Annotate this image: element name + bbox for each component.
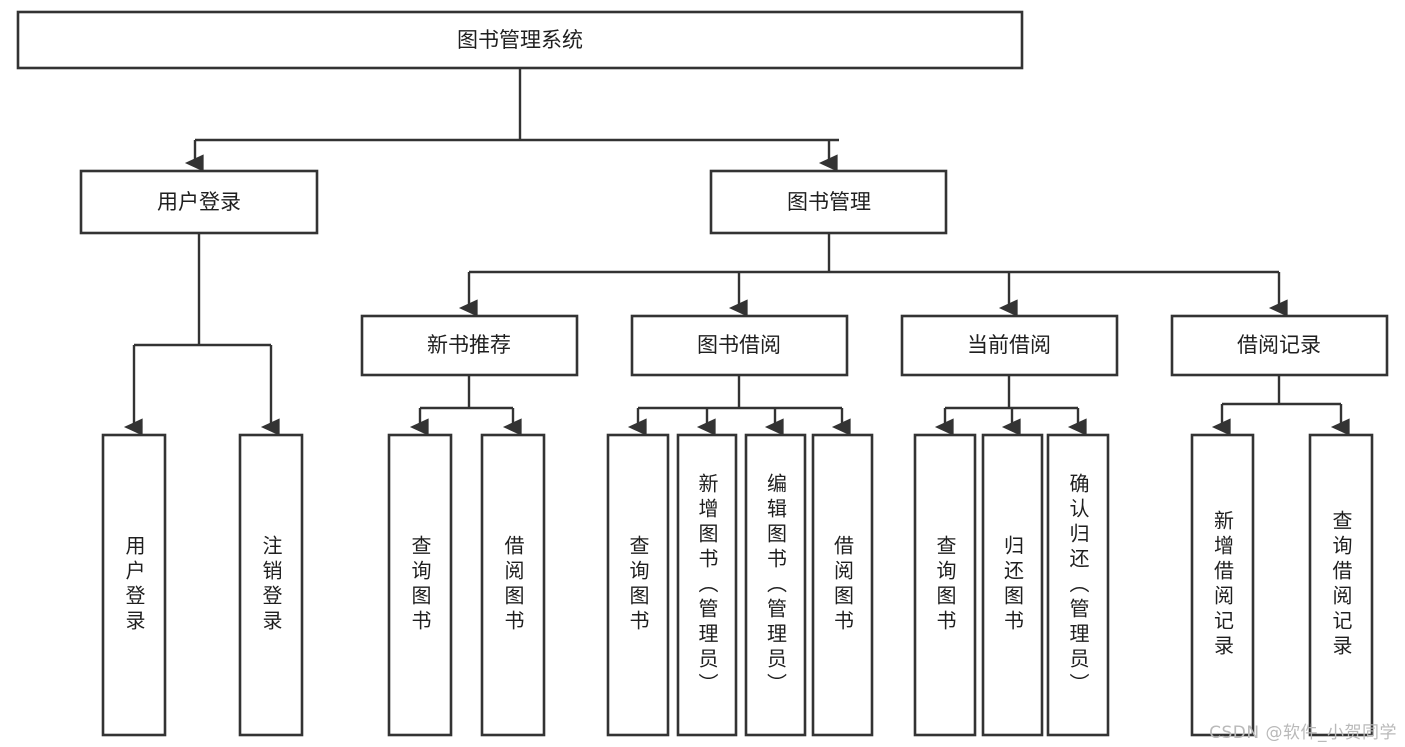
node-leaf-return-book-box[interactable]	[981, 433, 1044, 737]
edge-group-new-book-recommend-to-leaves	[409, 375, 522, 436]
node-root-label: 图书管理系统	[457, 28, 583, 52]
edge-group-book-management-to-level3	[458, 233, 1288, 317]
node-leaf-query-book-3-box[interactable]	[913, 433, 977, 737]
node-current-borrow-label: 当前借阅	[967, 333, 1051, 357]
node-leaf-query-book-2-box[interactable]	[606, 433, 670, 737]
node-book-management-box[interactable]	[709, 169, 948, 235]
node-borrow-record-label: 借阅记录	[1237, 333, 1321, 357]
node-current-borrow-box[interactable]	[900, 314, 1119, 377]
edge-group-user-login-to-leaves	[123, 233, 280, 436]
node-leaf-borrow-book-2-box[interactable]	[811, 433, 874, 737]
node-new-book-recommend[interactable]: 新书推荐	[360, 314, 579, 377]
node-leaf-add-book-box[interactable]	[676, 433, 738, 737]
node-leaf-add-record-box[interactable]	[1190, 433, 1255, 737]
node-current-borrow[interactable]: 当前借阅	[900, 314, 1119, 377]
node-leaf-borrow-book-1-box[interactable]	[480, 433, 546, 737]
node-book-management[interactable]: 图书管理	[709, 169, 948, 235]
node-book-borrow-box[interactable]	[630, 314, 849, 377]
node-root-box[interactable]	[16, 10, 1024, 70]
node-leaf-edit-book-box[interactable]	[744, 433, 807, 737]
edge-group-current-borrow-to-leaves	[934, 375, 1087, 436]
watermark: CSDN @软件_小贺同学	[1209, 723, 1397, 743]
edge-group-borrow-record-to-leaves	[1211, 375, 1350, 436]
node-book-borrow-label: 图书借阅	[697, 333, 781, 357]
node-borrow-record[interactable]: 借阅记录	[1170, 314, 1389, 377]
node-leaf-query-record-box[interactable]	[1308, 433, 1374, 737]
node-root[interactable]: 图书管理系统	[16, 10, 1024, 70]
node-book-borrow[interactable]: 图书借阅	[630, 314, 849, 377]
node-book-management-label: 图书管理	[787, 190, 871, 214]
node-leaf-user-login-box[interactable]	[101, 433, 167, 737]
node-leaf-query-book-1-box[interactable]	[387, 433, 453, 737]
node-leaf-logout-box[interactable]	[238, 433, 304, 737]
node-borrow-record-box[interactable]	[1170, 314, 1389, 377]
node-leaf-confirm-return-box[interactable]	[1046, 433, 1110, 737]
edge-group-book-borrow-to-leaves	[627, 375, 851, 436]
leaf-node-group	[101, 433, 1374, 737]
edge-group-root-to-level2	[184, 68, 839, 172]
node-user-login-label: 用户登录	[157, 190, 241, 214]
node-user-login-box[interactable]	[79, 169, 319, 235]
node-new-book-recommend-box[interactable]	[360, 314, 579, 377]
node-new-book-recommend-label: 新书推荐	[427, 333, 511, 357]
node-user-login[interactable]: 用户登录	[79, 169, 319, 235]
